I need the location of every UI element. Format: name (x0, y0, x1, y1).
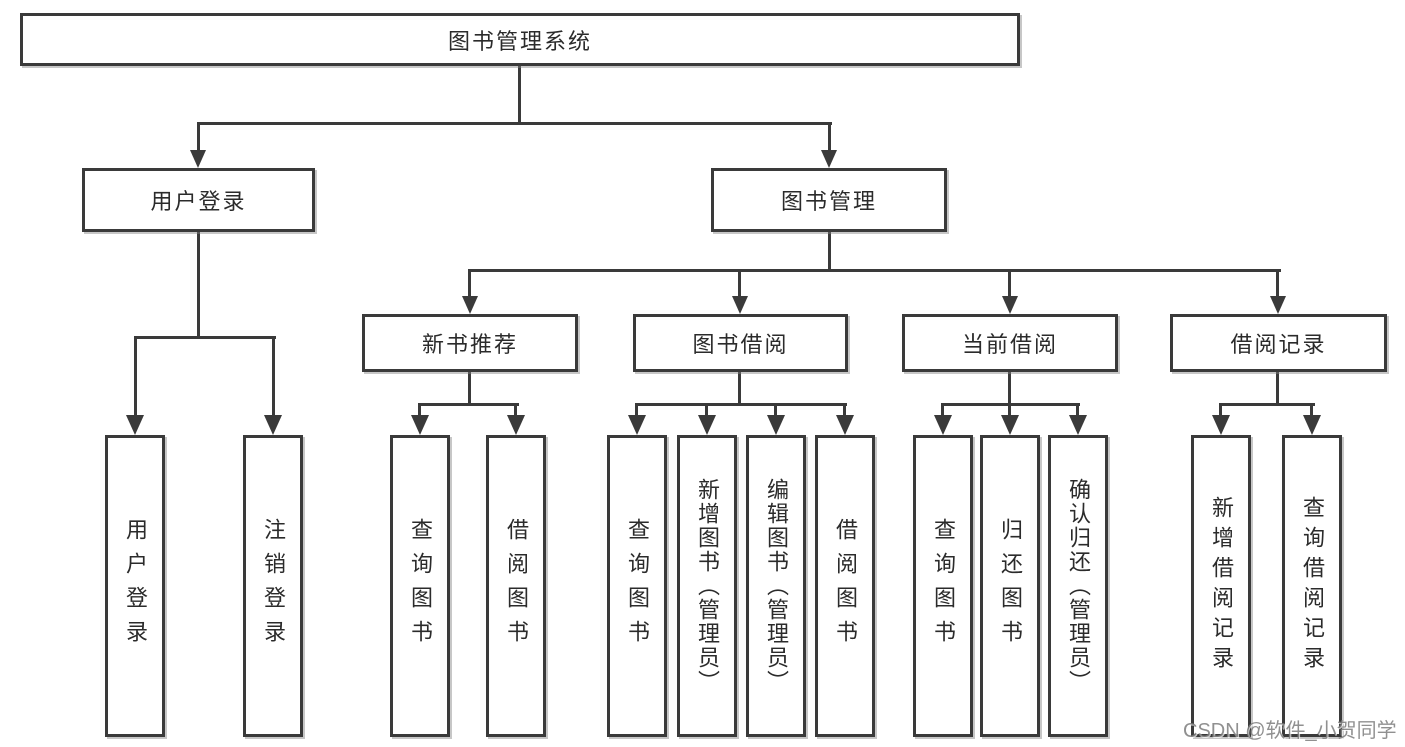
leaf-query-books-borrowing: 查询图书 (607, 435, 667, 737)
arrow-down-icon (507, 415, 525, 435)
connector-line (1276, 370, 1279, 406)
node-book-borrowing-label: 图书借阅 (692, 332, 789, 357)
watermark: CSDN @软件_小贺同学 (1183, 720, 1397, 742)
connector-line (1219, 403, 1315, 406)
connector-line (418, 403, 421, 417)
node-root: 图书管理系统 (20, 13, 1020, 66)
connector-line (1008, 269, 1011, 297)
arrow-down-icon (767, 415, 785, 435)
leaf-user-login-label: 用户登录 (123, 518, 148, 654)
connector-line (419, 403, 519, 406)
leaf-add-book-admin: 新增图书（管理员） (677, 435, 737, 737)
connector-line (1276, 269, 1279, 297)
connector-line (1008, 403, 1011, 417)
leaf-query-books-current: 查询图书 (913, 435, 973, 737)
connector-line (705, 403, 708, 417)
connector-line (738, 269, 741, 297)
arrow-down-icon (1069, 415, 1087, 435)
connector-line (774, 403, 777, 417)
node-current-borrowing: 当前借阅 (902, 314, 1118, 372)
leaf-borrow-books-borrowing-label: 借阅图书 (833, 518, 858, 654)
connector-line (941, 403, 944, 417)
arrow-down-icon (732, 296, 748, 314)
leaf-return-books: 归还图书 (980, 435, 1040, 737)
leaf-query-borrow-record: 查询借阅记录 (1282, 435, 1342, 737)
node-book-management: 图书管理 (711, 168, 947, 232)
connector-line (828, 122, 831, 152)
node-book-borrowing: 图书借阅 (633, 314, 848, 372)
node-book-management-label: 图书管理 (780, 189, 877, 214)
arrow-down-icon (628, 415, 646, 435)
arrow-down-icon (264, 415, 282, 435)
connector-line (518, 66, 521, 122)
connector-line (134, 336, 276, 339)
arrow-down-icon (1002, 296, 1018, 314)
leaf-logout: 注销登录 (243, 435, 303, 737)
connector-line (1219, 403, 1222, 417)
arrow-down-icon (190, 150, 206, 168)
leaf-query-books-current-label: 查询图书 (931, 518, 956, 654)
leaf-borrow-books-recommend: 借阅图书 (486, 435, 546, 737)
arrow-down-icon (1212, 415, 1230, 435)
connector-line (469, 269, 1281, 272)
leaf-add-borrow-record-label: 新增借阅记录 (1209, 496, 1234, 676)
connector-line (197, 122, 200, 152)
leaf-edit-book-admin: 编辑图书（管理员） (746, 435, 806, 737)
node-user-login-label: 用户登录 (150, 189, 247, 214)
connector-line (197, 230, 200, 336)
connector-line (1008, 370, 1011, 406)
arrow-down-icon (411, 415, 429, 435)
node-root-label: 图书管理系统 (447, 28, 592, 54)
arrow-down-icon (126, 415, 144, 435)
leaf-query-borrow-record-label: 查询借阅记录 (1300, 496, 1325, 676)
connector-line (843, 403, 846, 417)
leaf-query-books-recommend-label: 查询图书 (408, 518, 433, 654)
connector-line (636, 403, 847, 406)
arrow-down-icon (836, 415, 854, 435)
connector-line (272, 336, 275, 416)
node-user-login: 用户登录 (82, 168, 315, 232)
arrow-down-icon (462, 296, 478, 314)
connector-line (1310, 403, 1313, 417)
leaf-add-borrow-record: 新增借阅记录 (1191, 435, 1251, 737)
arrow-down-icon (698, 415, 716, 435)
leaf-user-login: 用户登录 (105, 435, 165, 737)
connector-line (134, 336, 137, 416)
node-new-book-recommendation-label: 新书推荐 (421, 332, 518, 357)
arrow-down-icon (821, 150, 837, 168)
leaf-borrow-books-recommend-label: 借阅图书 (504, 518, 529, 654)
leaf-edit-book-admin-label: 编辑图书（管理员） (764, 478, 789, 694)
leaf-borrow-books-borrowing: 借阅图书 (815, 435, 875, 737)
leaf-query-books-recommend: 查询图书 (390, 435, 450, 737)
arrow-down-icon (934, 415, 952, 435)
arrow-down-icon (1270, 296, 1286, 314)
node-borrowing-records-label: 借阅记录 (1230, 332, 1327, 357)
connector-line (197, 122, 832, 125)
node-current-borrowing-label: 当前借阅 (961, 332, 1058, 357)
connector-line (468, 370, 471, 406)
connector-line (738, 370, 741, 406)
leaf-confirm-return-admin-label: 确认归还（管理员） (1066, 478, 1091, 694)
node-borrowing-records: 借阅记录 (1170, 314, 1387, 372)
leaf-add-book-admin-label: 新增图书（管理员） (695, 478, 720, 694)
leaf-logout-label: 注销登录 (261, 518, 286, 654)
connector-line (514, 403, 517, 417)
connector-line (1076, 403, 1079, 417)
connector-line (828, 232, 831, 272)
leaf-return-books-label: 归还图书 (998, 518, 1023, 654)
connector-line (468, 269, 471, 297)
connector-line (635, 403, 638, 417)
leaf-query-books-borrowing-label: 查询图书 (625, 518, 650, 654)
node-new-book-recommendation: 新书推荐 (362, 314, 578, 372)
arrow-down-icon (1303, 415, 1321, 435)
leaf-confirm-return-admin: 确认归还（管理员） (1048, 435, 1108, 737)
arrow-down-icon (1001, 415, 1019, 435)
